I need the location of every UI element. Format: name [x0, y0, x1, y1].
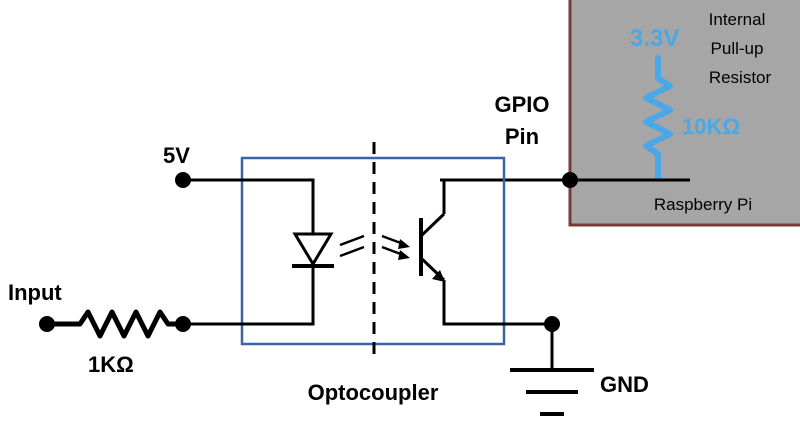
- internal-label-line3: Resistor: [709, 68, 772, 87]
- light-arrow-heads: [398, 239, 410, 260]
- resistor-output-node: [175, 316, 191, 332]
- input-label: Input: [8, 280, 62, 305]
- optocoupler-label: Optocoupler: [308, 380, 439, 405]
- emitter-arrow: [432, 270, 445, 282]
- internal-label-line2: Pull-up: [711, 39, 764, 58]
- internal-pullup-resistor: [643, 55, 673, 181]
- raspberry-pi-box: [568, 0, 800, 227]
- input-resistor-label: 1KΩ: [88, 352, 134, 377]
- gpio-label-line1: GPIO: [494, 92, 549, 117]
- ground-symbol: [510, 368, 594, 416]
- raspberry-pi-label: Raspberry Pi: [654, 195, 752, 214]
- gpio-label-line2: Pin: [505, 124, 539, 149]
- supply-5v-label: 5V: [163, 143, 190, 168]
- supply-3v3-label: 3.3V: [630, 25, 679, 52]
- gpio-node: [562, 172, 578, 188]
- gnd-label: GND: [600, 372, 649, 397]
- phototransistor-symbol: [419, 178, 552, 326]
- led-cathode-wire: [183, 266, 315, 326]
- internal-label-line1: Internal: [709, 10, 766, 29]
- led-symbol: [292, 232, 334, 268]
- led-anode-wire: [183, 178, 315, 234]
- input-resistor: [47, 309, 183, 339]
- pullup-resistor-label: 10KΩ: [682, 114, 740, 139]
